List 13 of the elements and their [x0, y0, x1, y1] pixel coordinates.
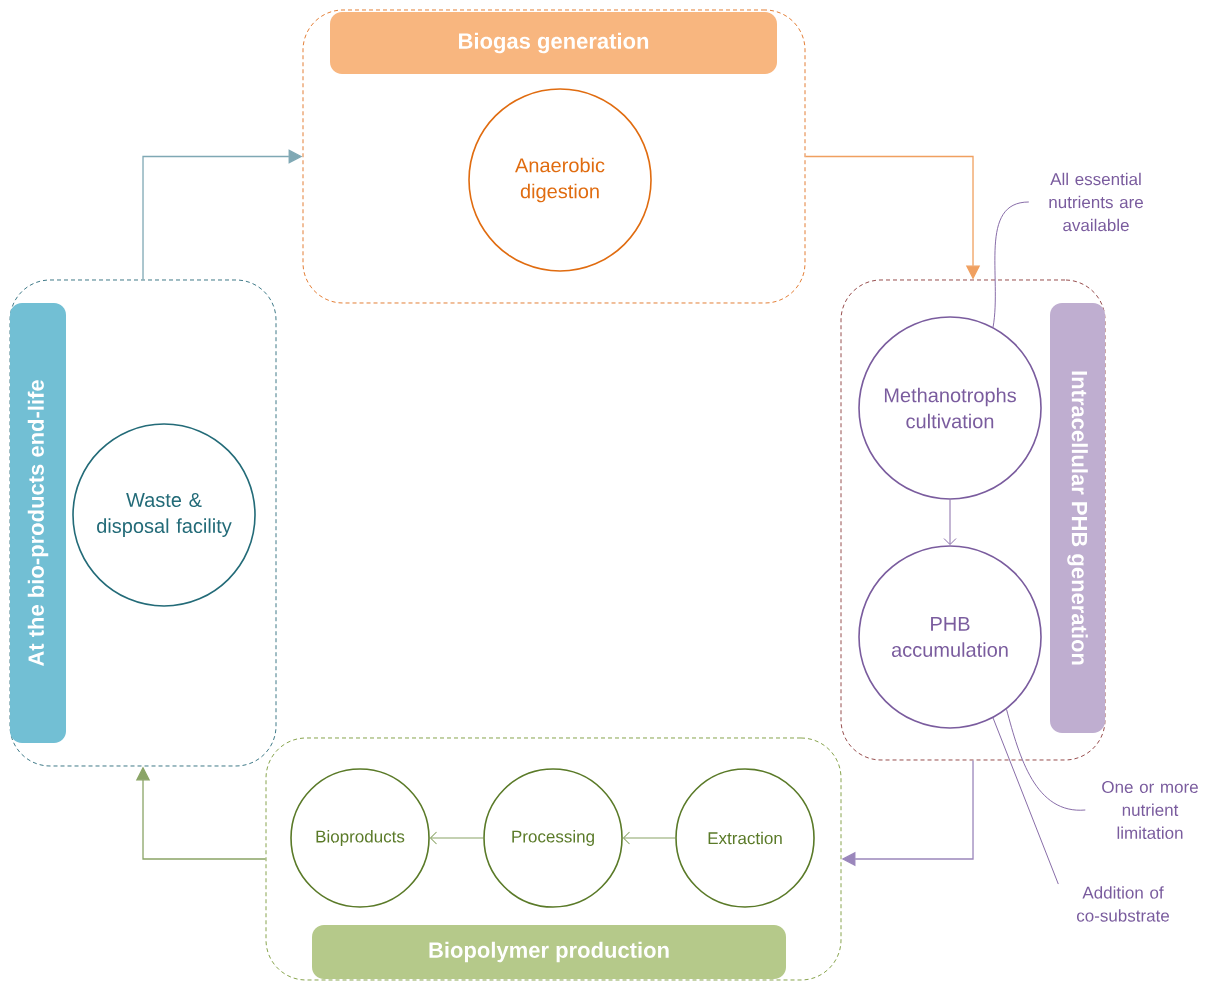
heading-band: Intracellular PHB generation [1050, 303, 1105, 733]
note-text: One or more nutrient limitation [1102, 781, 1198, 839]
arrow [623, 831, 676, 845]
leader-line [1006, 708, 1086, 811]
leader-line [992, 201, 1030, 328]
leader-line [992, 717, 1059, 885]
note-text: Addition of co-substrate [1076, 886, 1169, 922]
heading-band: Biopolymer production [312, 925, 786, 979]
arrow [430, 831, 484, 845]
arrow [943, 499, 957, 545]
note-text: All essential nutrients are available [1049, 172, 1143, 232]
heading-band: Biogas generation [330, 12, 777, 74]
heading-band: At the bio-products end-life [10, 303, 66, 743]
